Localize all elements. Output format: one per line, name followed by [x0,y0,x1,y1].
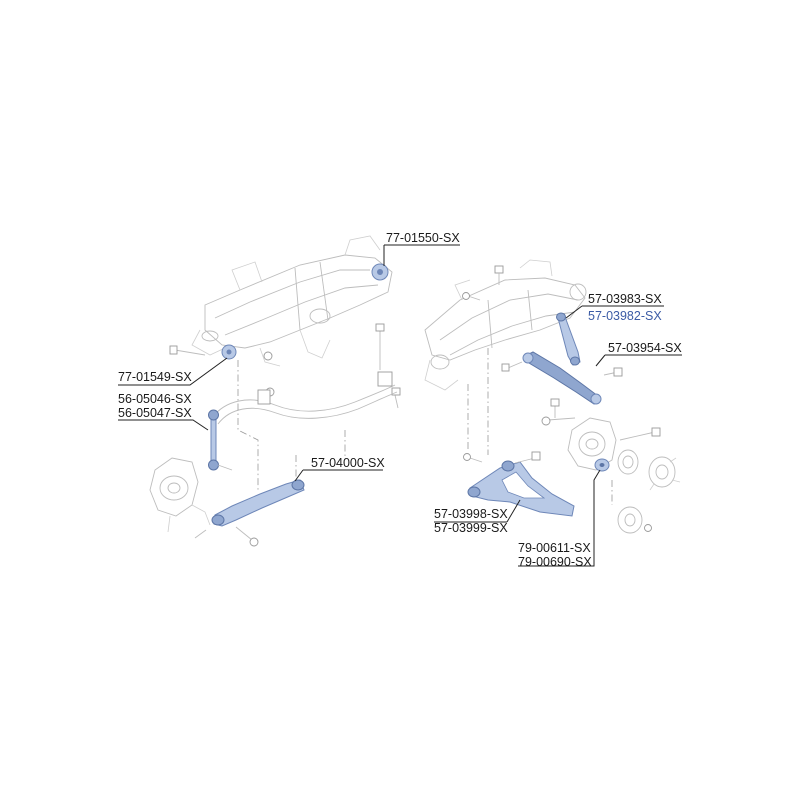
callout-labels: 77-01550-SX 77-01549-SX 56-05046-SX 56-0… [118,231,682,569]
subframe-bushing-upper [371,263,389,281]
sway-bar [211,371,398,425]
left-knuckle [149,457,211,533]
label-56-05046: 56-05046-SX [118,392,192,406]
label-57-04000: 57-04000-SX [311,456,385,470]
label-79-00611: 79-00611-SX [518,541,591,555]
sway-bar-end-link [208,409,233,471]
label-77-01549: 77-01549-SX [118,370,192,384]
right-knuckle [567,417,617,471]
left-subframe [191,235,393,367]
label-57-03982: 57-03982-SX [588,309,662,323]
camber-arm [556,312,581,366]
label-57-03998: 57-03998-SX [434,507,508,521]
right-assembly [424,259,681,534]
rear-lower-control-arm [463,451,575,517]
wheel-hub [648,456,681,491]
right-subframe [424,259,587,391]
left-guide-1 [237,360,259,490]
right-hardware [541,367,661,441]
label-57-03999: 57-03999-SX [434,521,508,535]
leader-lines [118,244,682,567]
toe-arm [501,351,602,405]
lower-control-arm [194,479,305,547]
label-57-03954: 57-03954-SX [608,341,682,355]
subframe-bushing-lower [221,344,237,360]
label-79-00690: 79-00690-SX [518,555,592,569]
left-assembly [149,235,401,547]
label-57-03983: 57-03983-SX [588,292,662,306]
brake-rotor [617,506,652,534]
label-56-05047: 56-05047-SX [118,406,192,420]
label-77-01550: 77-01550-SX [386,231,460,245]
left-hardware [169,323,401,409]
wheel-bearing [617,449,639,475]
knuckle-bushing [594,458,610,472]
